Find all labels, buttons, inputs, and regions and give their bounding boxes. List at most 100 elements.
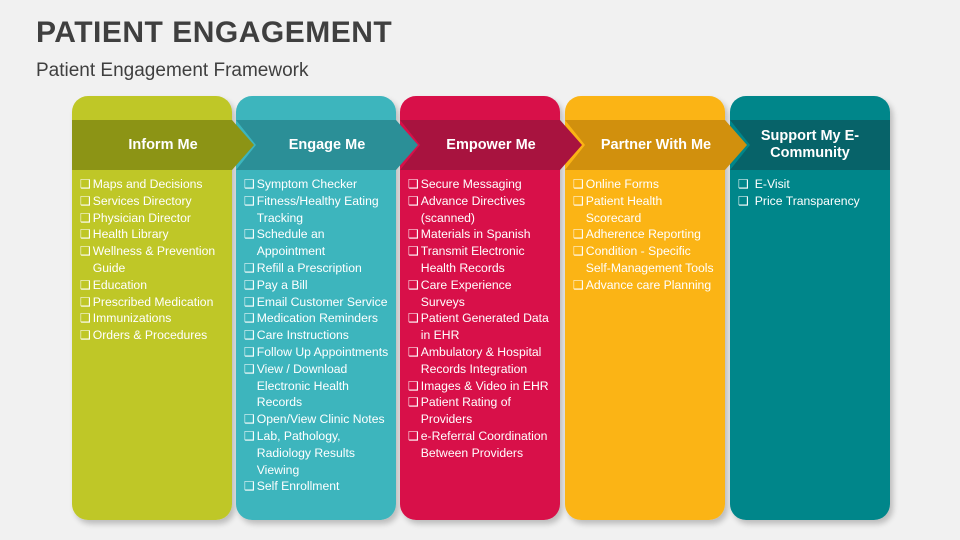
checkbox-icon: ❑ <box>573 193 584 208</box>
column-list-partner-with-me: ❑Online Forms❑Patient Health Scorecard❑A… <box>565 174 725 294</box>
list-item[interactable]: ❑Wellness & Prevention Guide <box>80 243 226 277</box>
list-item[interactable]: ❑Prescribed Medication <box>80 294 226 311</box>
list-item[interactable]: ❑Condition - Specific Self-Management To… <box>573 243 719 277</box>
list-item[interactable]: ❑Patient Generated Data in EHR <box>408 310 554 344</box>
list-item-label: Materials in Spanish <box>420 227 531 242</box>
list-item[interactable]: ❑Price Transparency <box>738 193 884 210</box>
list-item-label: Symptom Checker <box>256 177 358 191</box>
checkbox-icon: ❑ <box>408 395 419 410</box>
list-item-label: Self Enrollment <box>256 479 340 494</box>
list-item[interactable]: ❑Maps and Decisions <box>80 176 226 193</box>
list-item[interactable]: ❑View / Download Electronic Health Recor… <box>244 361 390 411</box>
checkbox-icon: ❑ <box>80 294 91 309</box>
list-item[interactable]: ❑Advance Directives (scanned) <box>408 193 554 227</box>
column-engage-me[interactable]: Engage Me❑Symptom Checker❑Fitness/Health… <box>236 96 418 520</box>
list-item[interactable]: ❑Lab, Pathology, Radiology Results Viewi… <box>244 428 390 478</box>
list-item-label: Services Directory <box>92 193 192 208</box>
column-empower-me[interactable]: Empower Me ❑Secure Messaging❑Advance Dire… <box>400 96 582 520</box>
list-item[interactable]: ❑Education <box>80 277 226 294</box>
list-item-label: Images & Video in EHR <box>420 378 549 393</box>
checkbox-icon: ❑ <box>244 328 255 343</box>
checkbox-icon: ❑ <box>244 311 255 326</box>
list-item[interactable]: ❑Symptom Checker <box>244 176 390 193</box>
list-item[interactable]: ❑Email Customer Service <box>244 294 390 311</box>
checkbox-icon: ❑ <box>244 294 255 309</box>
list-item[interactable]: ❑Care Instructions <box>244 327 390 344</box>
list-item[interactable]: ❑Refill a Prescription <box>244 260 390 277</box>
list-item[interactable]: ❑Materials in Spanish <box>408 226 554 243</box>
list-item-label: Transmit Electronic Health Records <box>420 244 525 275</box>
list-item-label: Refill a Prescription <box>256 260 362 275</box>
list-item[interactable]: ❑Advance care Planning <box>573 277 719 294</box>
list-item-label: Fitness/Healthy Eating Tracking <box>256 193 379 225</box>
list-item[interactable]: ❑e-Referral Coordination Between Provide… <box>408 428 554 462</box>
list-item[interactable]: ❑Adherence Reporting <box>573 226 719 243</box>
column-partner-with-me[interactable]: Partner With Me❑Online Forms❑Patient Hea… <box>565 96 747 520</box>
list-item[interactable]: ❑Pay a Bill <box>244 277 390 294</box>
list-item-label: Follow Up Appointments <box>256 344 389 359</box>
list-item[interactable]: ❑Transmit Electronic Health Records <box>408 243 554 277</box>
column-header-inform-me[interactable]: Inform Me <box>72 120 254 170</box>
list-item-label: Patient Rating of Providers <box>420 395 511 427</box>
list-item[interactable]: ❑Physician Director <box>80 210 226 227</box>
list-item[interactable]: ❑Secure Messaging <box>408 176 554 193</box>
list-item[interactable]: ❑Fitness/Healthy Eating Tracking <box>244 193 390 227</box>
list-item[interactable]: ❑Care Experience Surveys <box>408 277 554 311</box>
column-header-partner-with-me[interactable]: Partner With Me <box>565 120 747 170</box>
checkbox-icon: ❑ <box>738 177 749 191</box>
checkbox-icon: ❑ <box>80 244 91 259</box>
checkbox-icon: ❑ <box>80 328 91 343</box>
page-title: PATIENT ENGAGEMENT <box>36 16 393 49</box>
list-item-label: Maps and Decisions <box>92 177 203 191</box>
list-item-label: View / Download Electronic Health Record… <box>256 361 349 410</box>
column-support-my-e-community[interactable]: Support My E-Community❑E-Visit❑Price Tra… <box>730 96 890 520</box>
list-item-label: e-Referral Coordination Between Provider… <box>420 428 548 460</box>
list-item[interactable]: ❑Schedule an Appointment <box>244 226 390 260</box>
column-header-label: Engage Me <box>288 136 366 153</box>
checkbox-icon: ❑ <box>408 311 419 326</box>
list-item[interactable]: ❑E-Visit <box>738 176 884 193</box>
list-item-label: Pay a Bill <box>256 277 308 292</box>
list-item[interactable]: ❑Immunizations <box>80 310 226 327</box>
list-item[interactable]: ❑Ambulatory & Hospital Records Integrati… <box>408 344 554 378</box>
checkbox-icon: ❑ <box>80 277 91 292</box>
list-item[interactable]: ❑Images & Video in EHR <box>408 378 554 395</box>
list-item[interactable]: ❑Patient Rating of Providers <box>408 394 554 428</box>
list-item-label: Price Transparency <box>754 193 860 208</box>
list-item[interactable]: ❑Online Forms <box>573 176 719 193</box>
list-item-label: Condition - Specific Self-Management Too… <box>585 244 714 275</box>
list-item-label: Patient Generated Data in EHR <box>420 311 549 343</box>
column-header-support-my-e-community[interactable]: Support My E-Community <box>730 120 890 170</box>
list-item[interactable]: ❑Open/View Clinic Notes <box>244 411 390 428</box>
list-item-label: Health Library <box>92 227 169 242</box>
list-item-label: Care Instructions <box>256 328 349 343</box>
checkbox-icon: ❑ <box>244 260 255 275</box>
list-item-label: Immunizations <box>92 311 172 326</box>
list-item[interactable]: ❑Orders & Procedures <box>80 327 226 344</box>
list-item[interactable]: ❑Patient Health Scorecard <box>573 193 719 227</box>
list-item-label: Orders & Procedures <box>92 328 208 343</box>
list-item-label: Open/View Clinic Notes <box>256 412 385 427</box>
list-item-label: Prescribed Medication <box>92 294 214 309</box>
checkbox-icon: ❑ <box>80 227 91 242</box>
column-header-label: Support My E-Community <box>760 128 860 161</box>
checkbox-icon: ❑ <box>573 277 584 292</box>
checkbox-icon: ❑ <box>408 277 419 292</box>
column-header-empower-me[interactable]: Empower Me <box>400 120 582 170</box>
checkbox-icon: ❑ <box>408 428 419 443</box>
column-list-support-my-e-community: ❑E-Visit❑Price Transparency <box>730 174 890 210</box>
checkbox-icon: ❑ <box>244 412 255 427</box>
list-item-label: Medication Reminders <box>256 311 379 326</box>
list-item[interactable]: ❑Self Enrollment <box>244 478 390 495</box>
list-item[interactable]: ❑Medication Reminders <box>244 310 390 327</box>
column-inform-me[interactable]: Inform Me❑Maps and Decisions❑Services Di… <box>72 96 254 520</box>
list-item[interactable]: ❑Follow Up Appointments <box>244 344 390 361</box>
checkbox-icon: ❑ <box>408 177 419 191</box>
column-header-engage-me[interactable]: Engage Me <box>236 120 418 170</box>
list-item-label: Advance care Planning <box>585 277 712 292</box>
list-item[interactable]: ❑Health Library <box>80 226 226 243</box>
list-item[interactable]: ❑Services Directory <box>80 193 226 210</box>
list-item-label: Patient Health Scorecard <box>585 193 663 225</box>
checkbox-icon: ❑ <box>80 193 91 208</box>
checkbox-icon: ❑ <box>408 227 419 242</box>
